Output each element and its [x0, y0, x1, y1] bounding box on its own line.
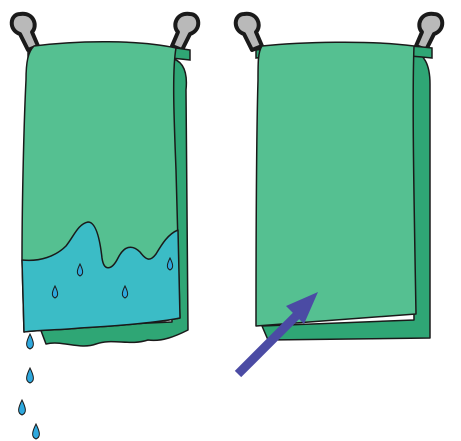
water-drop-icon	[19, 400, 26, 415]
towel-hook-icon	[236, 14, 262, 50]
towel-front	[256, 42, 416, 326]
water-drop-icon	[27, 334, 34, 349]
towel-hook-icon	[12, 14, 38, 50]
dry-towel-panel	[236, 14, 443, 374]
towel-hook-icon	[416, 14, 442, 50]
water-drop-icon	[33, 424, 40, 439]
water-drop-icon	[27, 368, 34, 383]
towel-hook-icon	[172, 14, 198, 50]
wet-towel-panel	[12, 14, 199, 439]
